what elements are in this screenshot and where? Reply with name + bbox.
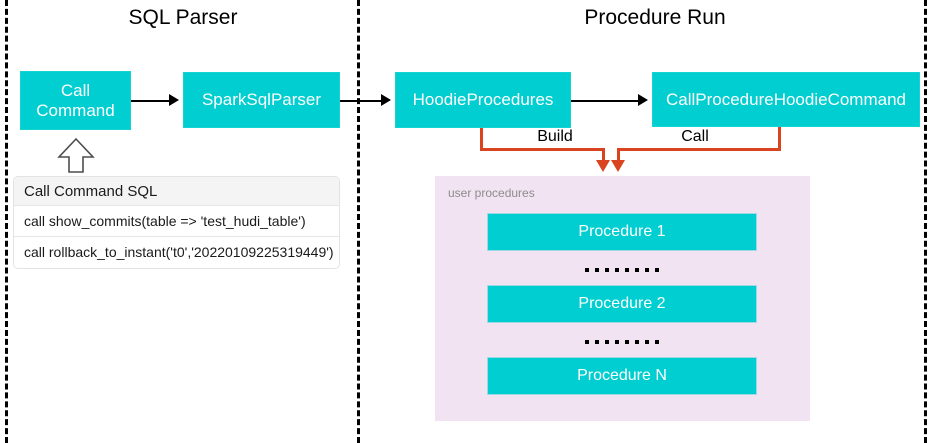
connector-call-segment-vertical-down [617,148,620,164]
section-divider-middle [357,0,360,443]
node-hoodie-procedures-label: HoodieProcedures [412,90,554,110]
edge-label-build: Build [537,128,573,145]
connector-build-segment-horizontal [480,148,605,151]
node-call-procedure-hoodie-command-label: CallProcedureHoodieCommand [665,89,906,109]
node-procedure-1[interactable]: Procedure 1 [487,213,757,251]
node-call-procedure-hoodie-command[interactable]: CallProcedureHoodieCommand [652,72,920,127]
call-command-sql-table: Call Command SQL call show_commits(table… [13,176,340,269]
node-spark-sql-parser[interactable]: SparkSqlParser [183,72,340,128]
ellipsis-dots-2 [487,337,757,347]
arrow-head-down-call-icon [611,160,625,172]
section-divider-right [924,0,927,443]
arrow-spark-sql-parser-to-hoodie-procedures [340,100,383,102]
node-call-command-label-line2: Command [36,100,115,120]
arrow-head-down-build-icon [596,160,610,172]
arrow-head-right-icon [169,94,179,106]
node-procedure-n[interactable]: Procedure N [487,357,757,395]
arrow-hoodie-procedures-to-call-procedure-hoodie-command [571,100,640,102]
node-procedure-2[interactable]: Procedure 2 [487,285,757,323]
node-procedure-2-label: Procedure 2 [578,295,666,312]
connector-call-segment-vertical-top [778,127,781,151]
connector-call-segment-horizontal [617,148,781,151]
node-call-command[interactable]: Call Command [20,71,131,130]
node-procedure-n-label: Procedure N [577,367,667,384]
node-procedure-1-label: Procedure 1 [578,223,666,240]
arrow-head-right-icon [381,94,391,106]
connector-build-segment-vertical-down [602,148,605,164]
section-title-sql-parser: SQL Parser [128,6,238,29]
table-row: call show_commits(table => 'test_hudi_ta… [14,206,339,237]
node-spark-sql-parser-label: SparkSqlParser [201,90,322,110]
section-divider-left [5,0,8,443]
edge-label-call: Call [681,128,709,145]
node-call-command-label-line1: Call [60,80,91,100]
user-procedures-panel: user procedures Procedure 1 Procedure 2 … [435,176,810,421]
user-procedures-panel-label: user procedures [448,186,535,200]
connector-build-segment-vertical-top [480,128,483,151]
section-title-procedure-run: Procedure Run [584,6,726,29]
node-hoodie-procedures[interactable]: HoodieProcedures [395,72,571,128]
arrow-call-command-to-spark-sql-parser [131,100,171,102]
arrow-head-right-icon [638,94,648,106]
table-row: call rollback_to_instant('t0','202201092… [14,237,339,268]
ellipsis-dots-1 [487,265,757,275]
call-command-sql-table-header: Call Command SQL [14,177,339,206]
hollow-up-arrow-icon [57,137,95,173]
